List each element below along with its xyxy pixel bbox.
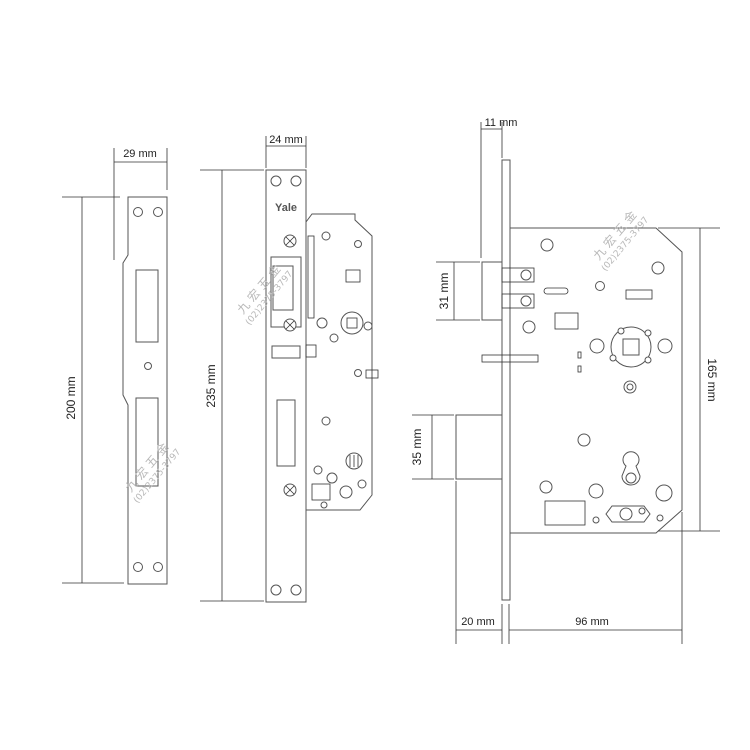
deadbolt-height-dimension: 35 mm (410, 414, 454, 480)
strike-width-dimension: 29 mm (113, 148, 168, 260)
latch-bolt (272, 265, 294, 311)
case-height-dimension: 165 mm (658, 227, 720, 532)
backset-label: 96 mm (575, 616, 609, 628)
latch-height-dimension: 31 mm (436, 261, 480, 321)
strike-bolt-opening (135, 397, 159, 487)
strike-screw-hole (133, 562, 143, 572)
throw-dimension: 20 mm (455, 481, 503, 644)
faceplate-height-label: 235 mm (204, 364, 218, 407)
deadbolt-projection (455, 414, 503, 480)
faceplate-screw-hole (270, 584, 282, 596)
faceplate-edge (501, 159, 511, 601)
lock-case (509, 227, 683, 534)
strike-width-label: 29 mm (123, 148, 157, 160)
spindle-square (622, 338, 640, 356)
strike-height-label: 200 mm (64, 376, 78, 419)
faceplate-height-dimension: 235 mm (200, 169, 264, 602)
strike-screw-hole (133, 207, 143, 217)
strike-height-dimension: 200 mm (62, 196, 124, 584)
thickness-dimension: 11 mm (480, 117, 518, 258)
deadbolt-height-label: 35 mm (410, 429, 424, 466)
trigger-bolt (271, 345, 301, 359)
throw-label: 20 mm (461, 616, 495, 628)
follower-bar (481, 354, 539, 363)
faceplate-width-dimension: 24 mm (265, 134, 307, 168)
brand-logo: Yale (275, 202, 297, 214)
strike-screw-hole (144, 362, 152, 370)
lock-side-view: Yale (265, 169, 379, 603)
faceplate-screw-hole (290, 175, 302, 187)
latch-height-label: 31 mm (437, 273, 451, 310)
case-height-label: 165 mm (705, 358, 719, 401)
faceplate-front (265, 169, 307, 603)
strike-screw-hole (153, 207, 163, 217)
thickness-label: 11 mm (485, 117, 518, 129)
spindle-hub-side (340, 311, 364, 335)
deadbolt-window (276, 399, 296, 467)
lock-body-front (455, 159, 683, 601)
faceplate-screw-hole (290, 584, 302, 596)
lock-case-side (305, 213, 373, 511)
strike-plate (122, 196, 168, 585)
faceplate-width-label: 24 mm (269, 134, 303, 146)
faceplate-screw-hole (270, 175, 282, 187)
backset-dimension: 96 mm (508, 512, 683, 644)
strike-screw-hole (153, 562, 163, 572)
latch-bolt-projection (481, 261, 503, 321)
strike-latch-opening (135, 269, 159, 343)
mounting-slot (544, 500, 586, 526)
